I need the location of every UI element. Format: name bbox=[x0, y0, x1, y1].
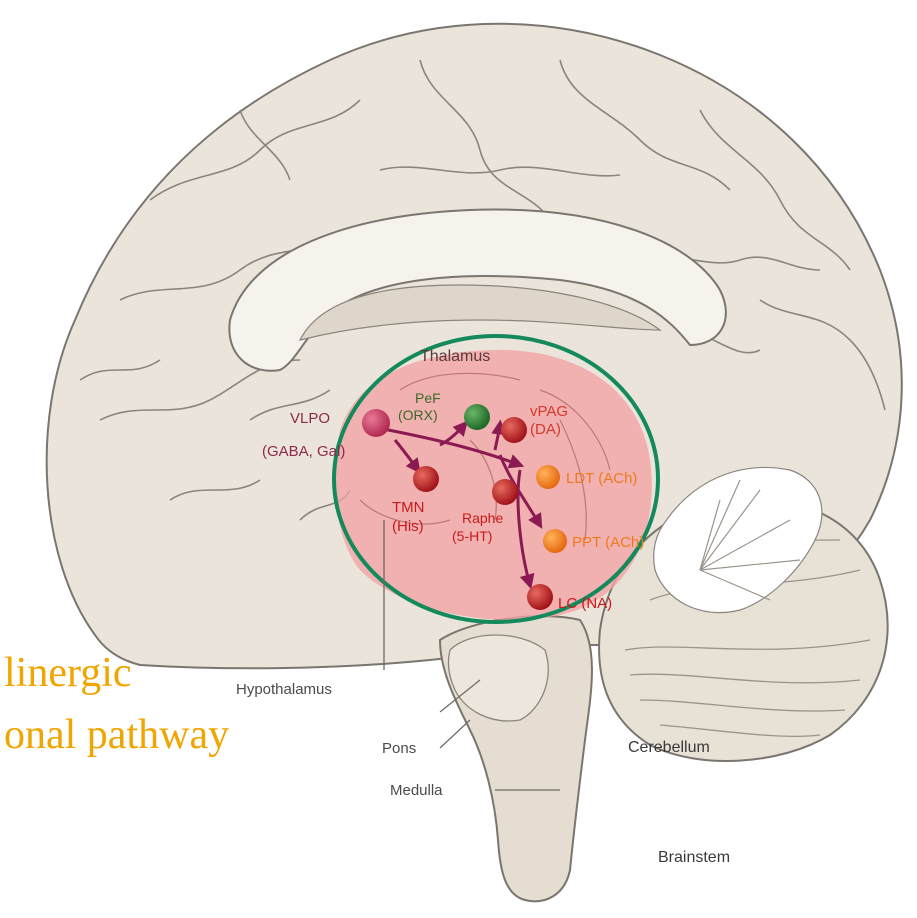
slide-text-line-1: linergic bbox=[4, 650, 132, 696]
label-thalamus: Thalamus bbox=[420, 348, 490, 365]
label-brainstem: Brainstem bbox=[658, 849, 730, 866]
nucleus-ppt bbox=[543, 529, 567, 553]
label-ppt: PPT (ACh) bbox=[572, 534, 644, 551]
label-pef-transmitter: (ORX) bbox=[398, 407, 438, 423]
nucleus-raphe bbox=[492, 479, 518, 505]
slide-text-line-2: onal pathway bbox=[4, 712, 229, 758]
nucleus-tmn bbox=[413, 466, 439, 492]
label-vpag-transmitter: (DA) bbox=[530, 421, 561, 438]
nucleus-pef bbox=[464, 404, 490, 430]
label-medulla: Medulla bbox=[390, 782, 443, 799]
label-vpag-name: vPAG bbox=[530, 403, 568, 420]
nucleus-vlpo bbox=[362, 409, 390, 437]
label-pef-name: PeF bbox=[415, 390, 441, 406]
label-pons: Pons bbox=[382, 740, 416, 757]
label-vlpo-transmitter: (GABA, Gal) bbox=[262, 443, 345, 460]
nucleus-lc bbox=[527, 584, 553, 610]
label-tmn-transmitter: (His) bbox=[392, 518, 424, 535]
label-vlpo-name: VLPO bbox=[290, 410, 330, 427]
label-ldt: LDT (ACh) bbox=[566, 470, 637, 487]
nucleus-ldt bbox=[536, 465, 560, 489]
label-raphe-transmitter: (5-HT) bbox=[452, 528, 492, 544]
label-hypothalamus: Hypothalamus bbox=[236, 681, 332, 698]
label-lc: LC (NA) bbox=[558, 595, 612, 612]
label-tmn-name: TMN bbox=[392, 499, 425, 516]
label-raphe-name: Raphe bbox=[462, 510, 503, 526]
nucleus-vpag bbox=[501, 417, 527, 443]
label-cerebellum: Cerebellum bbox=[628, 739, 710, 756]
